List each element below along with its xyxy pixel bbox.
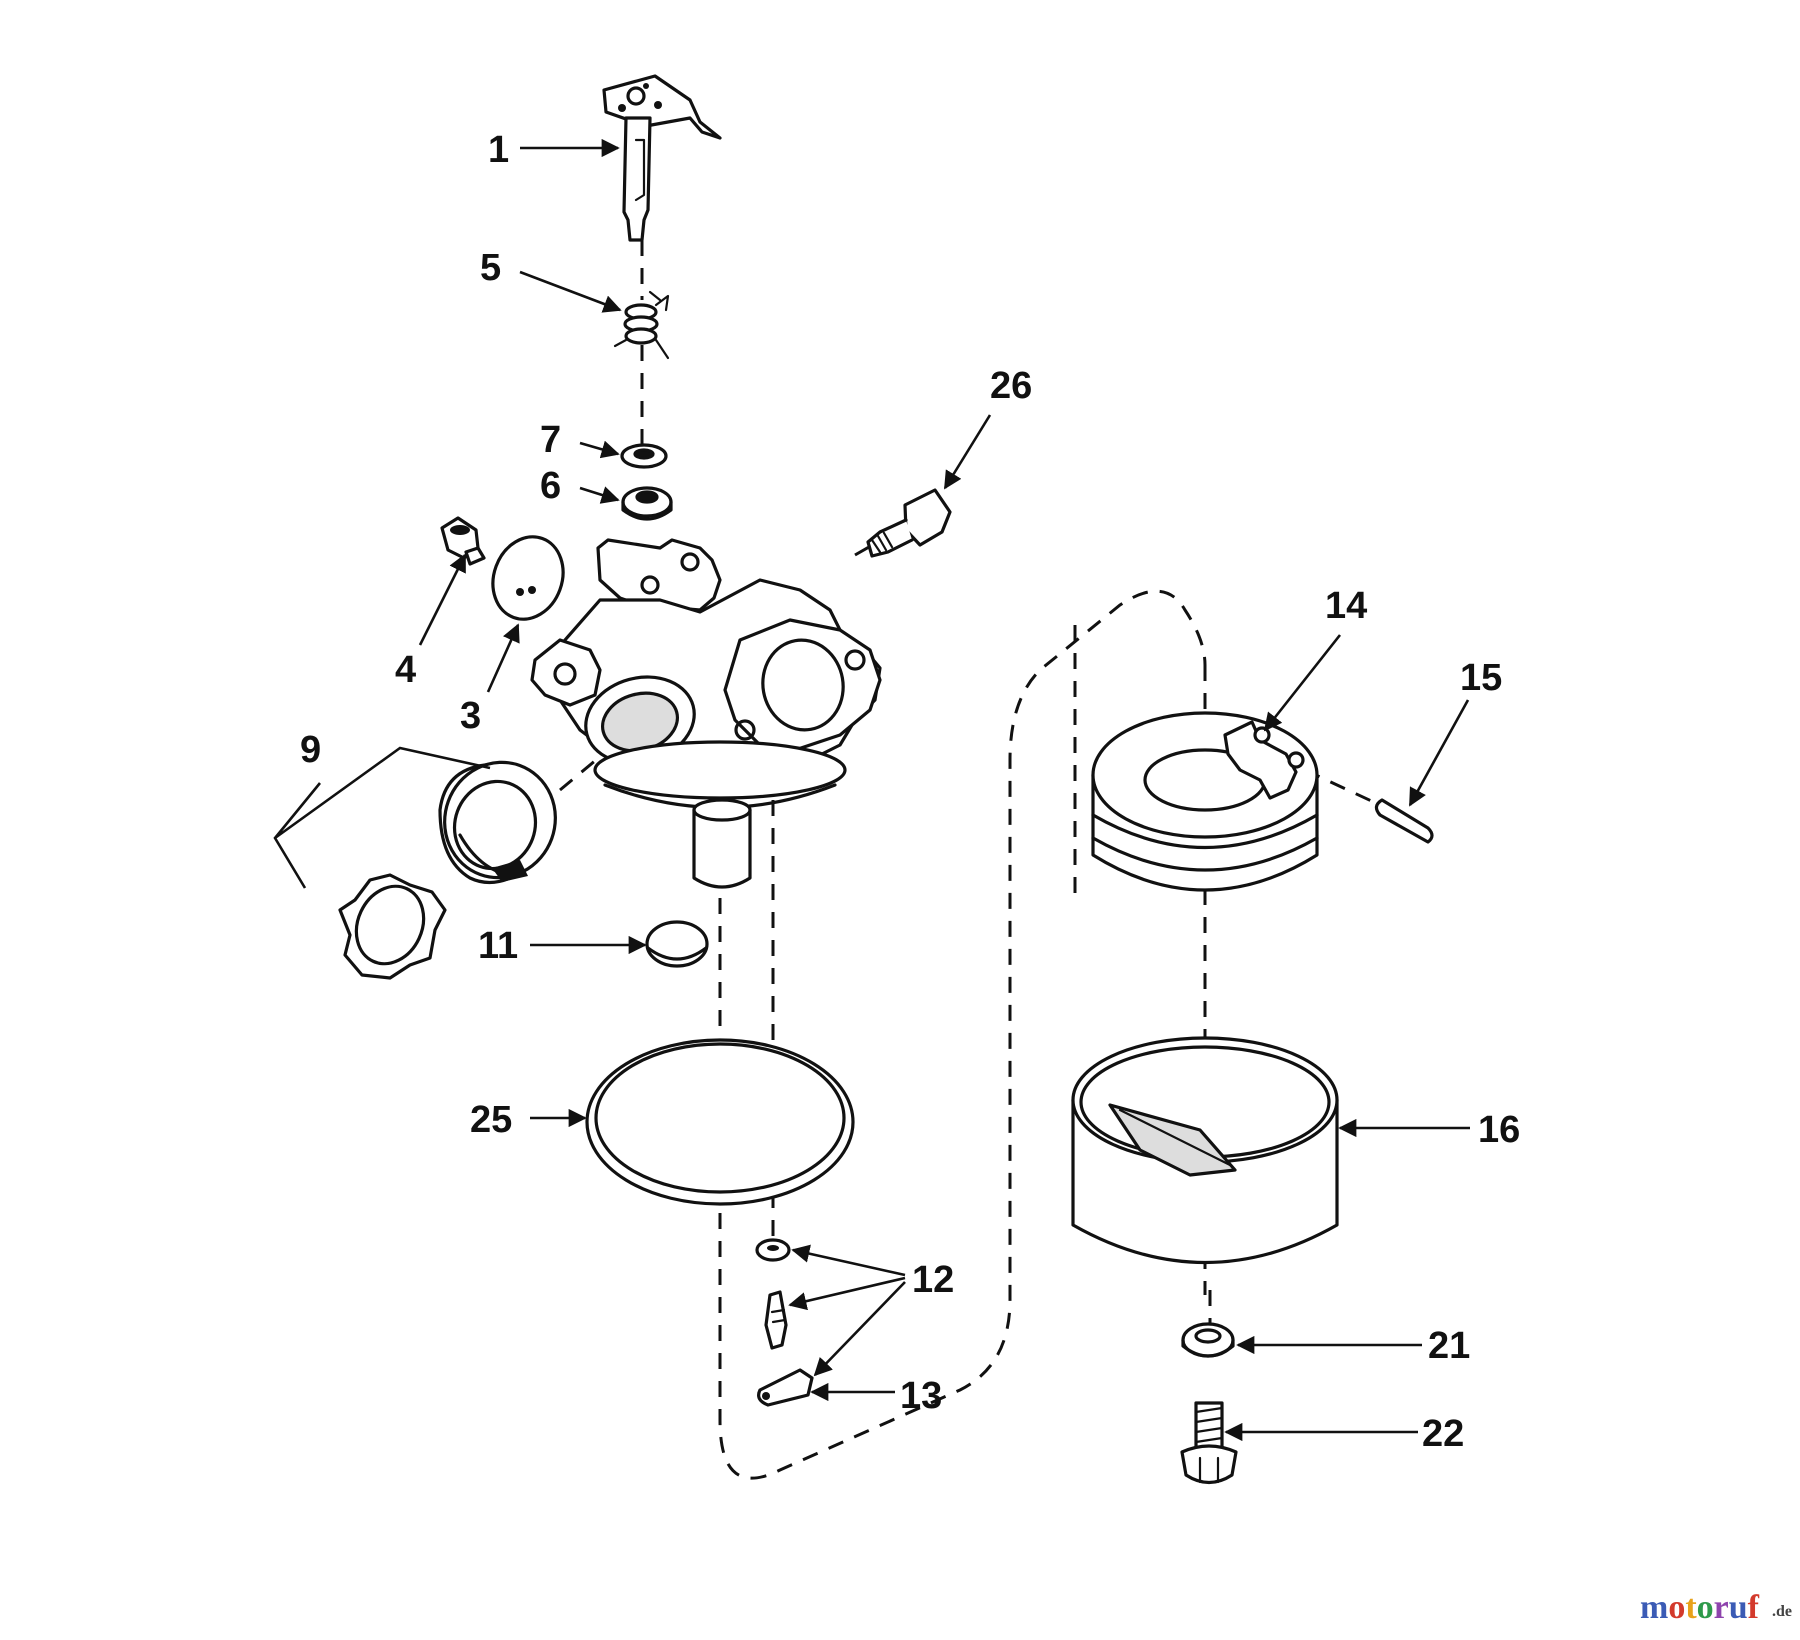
throttle-lever-part [602,74,722,242]
watermark-suffix: .de [1772,1603,1792,1620]
fitting-part [866,488,952,558]
callout-1: 1 [488,129,509,171]
welch-plug-part [645,920,709,968]
watermark-letter: r [1714,1589,1729,1626]
callout-labels: 1 5 26 7 6 4 3 14 15 9 11 25 16 12 13 21… [300,129,1520,1455]
callout-9: 9 [300,729,321,771]
screw-part [440,516,486,566]
watermark-letter: f [1748,1589,1760,1626]
carburetor-body-part [530,538,882,889]
bowl-gasket-part [585,1038,855,1206]
watermark-letter: u [1729,1589,1748,1626]
callout-21: 21 [1428,1325,1470,1367]
spring-part [613,290,670,360]
needle-clip-part [757,1368,814,1407]
watermark-letter: t [1685,1589,1697,1626]
callout-26: 26 [990,365,1032,407]
bowl-screw-part [1180,1401,1238,1485]
callout-5: 5 [480,247,501,289]
float-part [1091,711,1319,892]
watermark-letter: o [1668,1589,1685,1626]
callout-11: 11 [478,925,518,967]
callout-4: 4 [395,649,416,691]
primer-bulb-part [438,760,557,885]
callout-14: 14 [1325,585,1367,627]
callout-13: 13 [900,1375,942,1417]
watermark-letter: o [1697,1589,1714,1626]
seal-washers-part [620,443,673,521]
hinge-pin-part [1374,798,1434,844]
callout-22: 22 [1422,1413,1464,1455]
needle-valve-part [755,1238,791,1350]
leader-lines [273,138,1470,1442]
callout-6: 6 [540,465,561,507]
watermark-text: motoruf [1640,1589,1760,1626]
callout-15: 15 [1460,657,1502,699]
bowl-washer-part [1181,1322,1235,1358]
watermark-logo: motoruf .de [1640,1589,1792,1626]
callout-16: 16 [1478,1109,1520,1151]
callout-25: 25 [470,1099,512,1141]
callout-3: 3 [460,695,481,737]
primer-retainer-part [338,873,447,980]
callout-12: 12 [912,1259,954,1301]
float-bowl-part [1071,1036,1339,1265]
watermark-letter: m [1640,1589,1668,1626]
callout-7: 7 [540,419,561,461]
float-hinge-part [1223,720,1305,800]
throttle-plate-part [491,535,565,621]
